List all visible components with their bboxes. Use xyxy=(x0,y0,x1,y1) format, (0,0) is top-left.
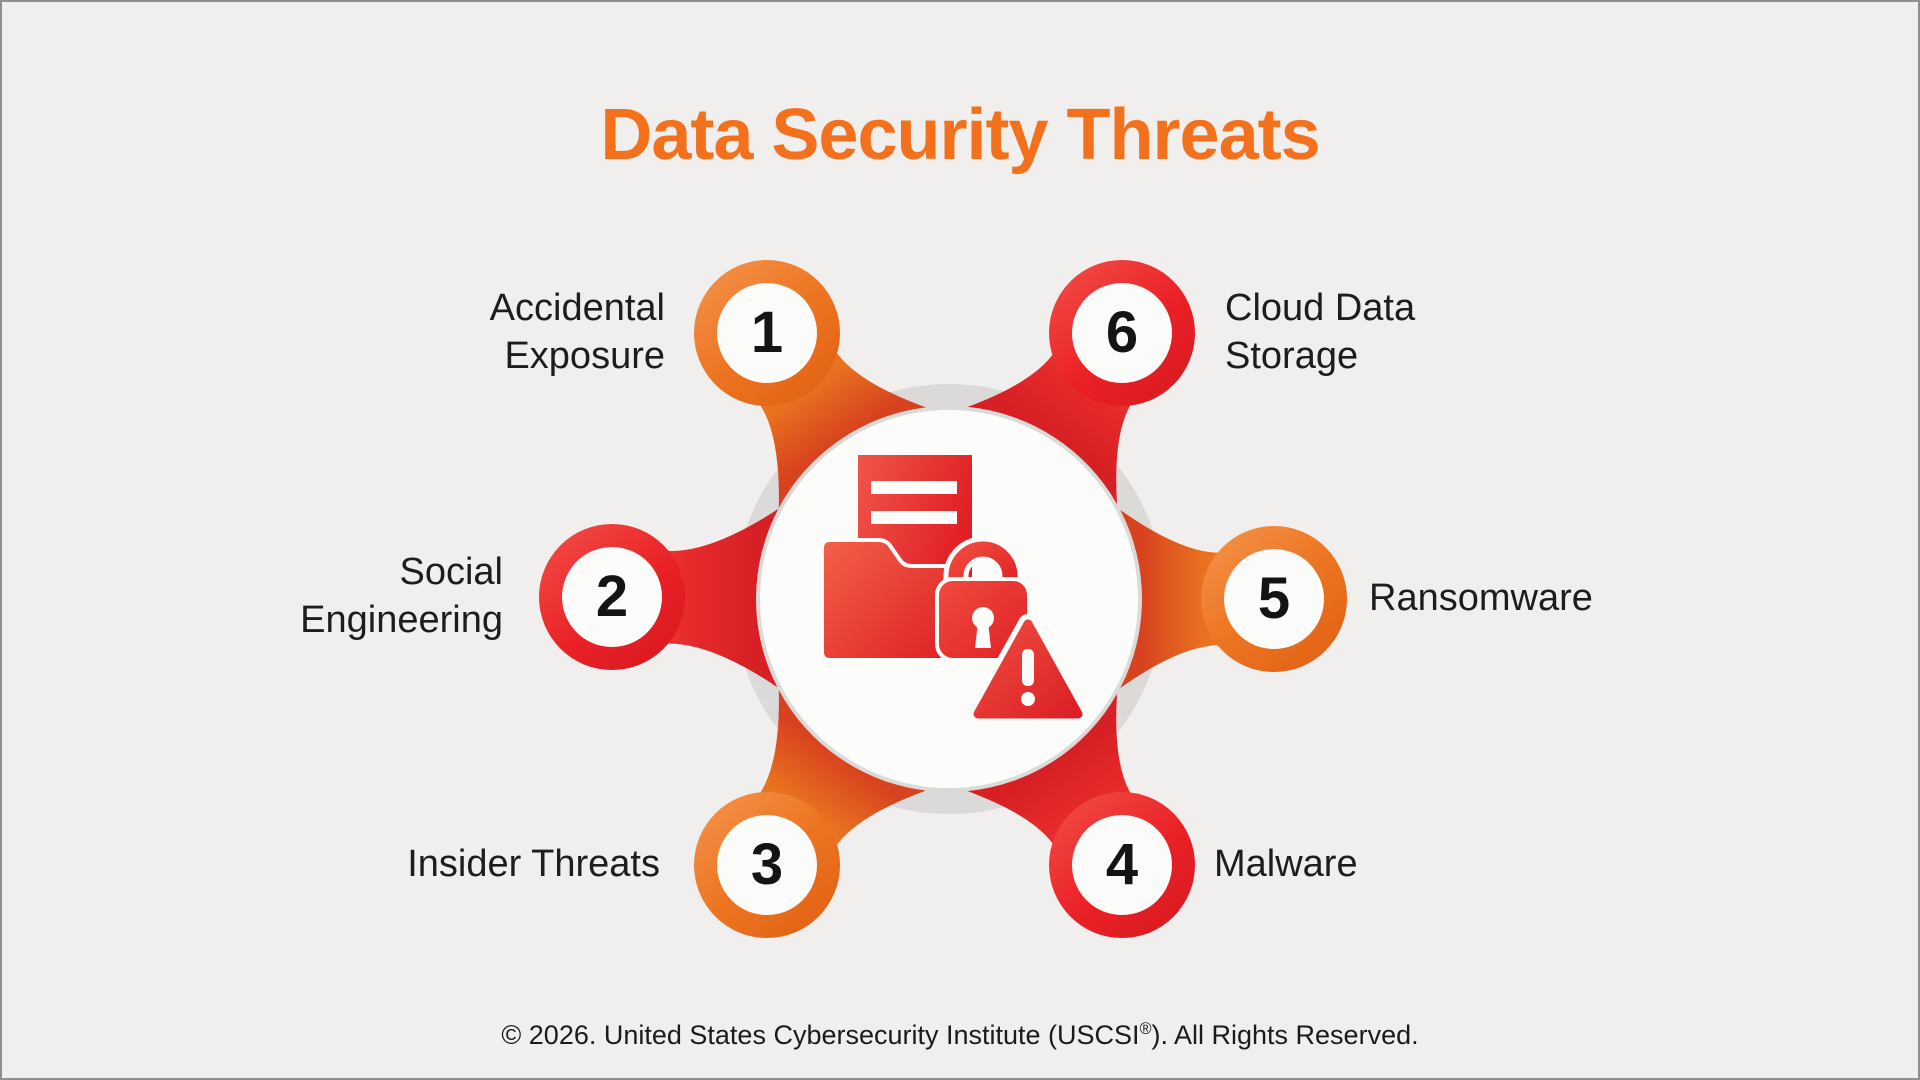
threat-node-6: 6 xyxy=(1049,260,1195,406)
threat-number-3: 3 xyxy=(750,832,784,897)
registered-trademark-symbol: ® xyxy=(1139,1020,1152,1038)
threat-badge-3: 3 xyxy=(717,815,817,915)
threat-label-cloud-data-storage: Cloud Data Storage xyxy=(1225,287,1416,377)
threat-label-accidental-exposure: Accidental Exposure xyxy=(489,287,665,377)
page-title: Data Security Threats xyxy=(600,95,1320,175)
threat-label-insider-threats: Insider Threats xyxy=(407,843,660,886)
keyhole xyxy=(972,607,994,629)
threat-badge-5: 5 xyxy=(1224,549,1324,649)
copyright-footer: © 2026. United States Cybersecurity Inst… xyxy=(2,1020,1918,1051)
threat-node-2: 2 xyxy=(539,524,685,670)
threat-label-malware: Malware xyxy=(1214,843,1358,886)
threat-number-2: 2 xyxy=(595,564,629,629)
exclamation-bar xyxy=(1022,649,1034,686)
padlock-icon xyxy=(935,536,1031,662)
threat-node-3: 3 xyxy=(694,792,840,938)
threat-node-5: 5 xyxy=(1201,526,1347,672)
threat-badge-4: 4 xyxy=(1072,815,1172,915)
threat-badge-1: 1 xyxy=(717,283,817,383)
threat-number-4: 4 xyxy=(1105,832,1139,897)
copyright-text-suffix: ). All Rights Reserved. xyxy=(1151,1020,1419,1050)
threat-number-5: 5 xyxy=(1257,566,1291,631)
protected-data-icon xyxy=(820,455,1088,724)
threat-number-1: 1 xyxy=(750,300,784,365)
connector-2 xyxy=(635,508,779,688)
threat-badge-6: 6 xyxy=(1072,283,1172,383)
warning-triangle-icon xyxy=(968,614,1088,724)
threat-number-6: 6 xyxy=(1105,300,1139,365)
threat-label-social-engineering: Social Engineering xyxy=(300,551,503,641)
copyright-text-prefix: © 2026. United States Cybersecurity Inst… xyxy=(501,1020,1140,1050)
threat-badge-2: 2 xyxy=(562,547,662,647)
threat-node-4: 4 xyxy=(1049,792,1195,938)
threat-label-ransomware: Ransomware xyxy=(1369,577,1593,620)
folder-icon xyxy=(820,538,951,662)
exclamation-dot xyxy=(1021,692,1035,706)
threat-node-1: 1 xyxy=(694,260,840,406)
